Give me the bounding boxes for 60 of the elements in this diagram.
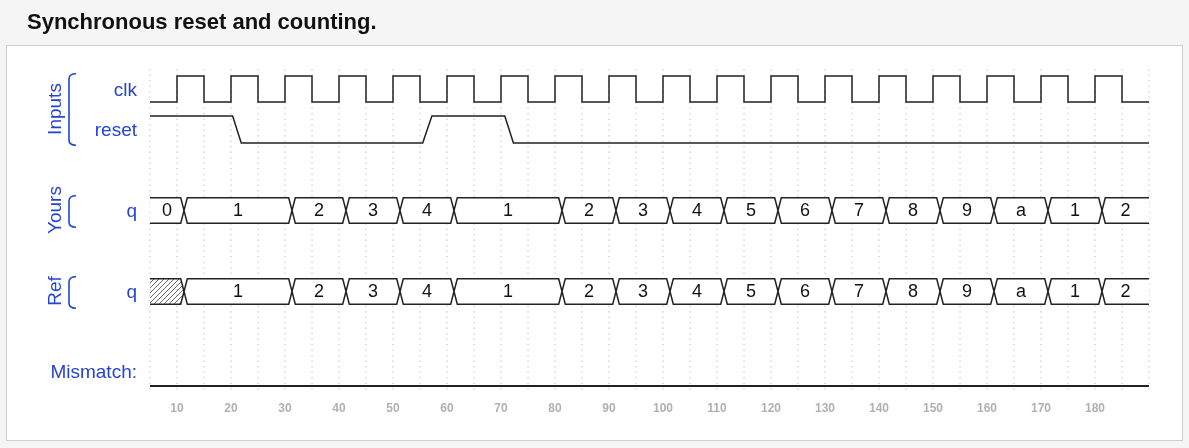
axis-tick-label: 40	[332, 401, 346, 416]
axis-tick-label: 150	[923, 401, 943, 416]
bus-value-segment: 6	[778, 278, 832, 305]
bus-value-segment: 7	[832, 278, 886, 305]
bus-value-segment: 2	[1102, 197, 1149, 224]
bus-value-segment: 2	[1102, 278, 1149, 305]
group-label: Yours	[44, 186, 66, 234]
bus-value-segment: 7	[832, 197, 886, 224]
bus-value-segment: 4	[670, 197, 724, 224]
bus-value-segment: 9	[940, 197, 994, 224]
axis-tick-label: 100	[653, 401, 673, 416]
axis-tick-label: 180	[1085, 401, 1105, 416]
bus-value-segment: 2	[292, 278, 346, 305]
bus-value-segment: 8	[886, 278, 940, 305]
bus-value-segment: 2	[562, 278, 616, 305]
bus-value-segment: 2	[292, 197, 346, 224]
signal-name: clk	[113, 79, 137, 101]
axis-tick-label: 130	[815, 401, 835, 416]
bus-value-segment: 4	[400, 197, 454, 224]
signal-name: Mismatch:	[50, 361, 137, 383]
bus-value-segment: 0	[150, 197, 184, 224]
hatched-bus-segment	[150, 278, 184, 305]
bus-value-segment: 4	[400, 278, 454, 305]
axis-tick-label: 160	[977, 401, 997, 416]
axis-tick-label: 30	[278, 401, 292, 416]
bus-value-segment: 4	[670, 278, 724, 305]
bus-value-segment: 3	[616, 278, 670, 305]
axis-tick-label: 80	[548, 401, 562, 416]
axis-tick-label: 170	[1031, 401, 1051, 416]
axis-tick-label: 90	[602, 401, 616, 416]
bus-value-segment: 9	[940, 278, 994, 305]
bus-value-segment: 1	[454, 197, 562, 224]
bus-value-segment: 5	[724, 278, 778, 305]
bus-value-segment: 1	[1048, 197, 1102, 224]
bus-value-segment: 8	[886, 197, 940, 224]
bus-value-segment: a	[994, 197, 1048, 224]
bus-value-segment: 2	[562, 197, 616, 224]
axis-tick-label: 120	[761, 401, 781, 416]
diagram-title: Synchronous reset and counting.	[27, 8, 377, 36]
group-label: Inputs	[44, 83, 66, 135]
axis-tick-label: 20	[224, 401, 238, 416]
bus-value-segment: 1	[184, 278, 292, 305]
bus-value-segment: 6	[778, 197, 832, 224]
group-label: Ref	[44, 276, 66, 306]
bus-value-segment: 1	[454, 278, 562, 305]
signal-name: reset	[94, 119, 137, 141]
bus-value-segment: 3	[346, 197, 400, 224]
bus-value-segment: a	[994, 278, 1048, 305]
axis-tick-label: 140	[869, 401, 889, 416]
axis-tick-label: 60	[440, 401, 454, 416]
signal-name: q	[126, 200, 137, 222]
bus-value-segment: 5	[724, 197, 778, 224]
signal-name: q	[126, 281, 137, 303]
bus-value-segment: 3	[616, 197, 670, 224]
axis-tick-label: 10	[170, 401, 184, 416]
axis-tick-label: 110	[707, 401, 727, 416]
axis-tick-label: 50	[386, 401, 400, 416]
axis-tick-label: 70	[494, 401, 508, 416]
bus-value-segment: 3	[346, 278, 400, 305]
bus-value-segment: 1	[1048, 278, 1102, 305]
